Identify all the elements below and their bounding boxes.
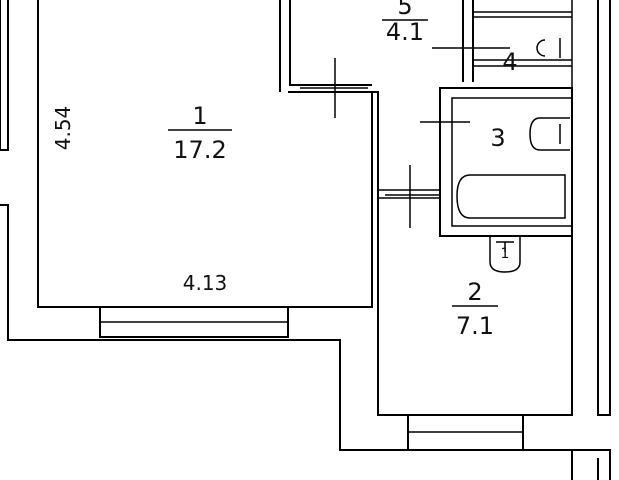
- corridor-walls: [372, 91, 440, 416]
- room-1: [7, 0, 410, 451]
- room-3-number: 3: [490, 124, 505, 152]
- right-outer-wall: [523, 0, 611, 480]
- left-outer-wall: [0, 0, 9, 335]
- toilet-number: 1: [501, 246, 510, 262]
- bathtub-icon: [456, 174, 566, 219]
- room-5-number: 5: [397, 0, 412, 20]
- room-4-number: 4: [502, 48, 517, 76]
- room-2-number: 2: [467, 278, 482, 306]
- room-1-window: [99, 306, 289, 338]
- room-1-number: 1: [192, 102, 207, 130]
- sink-icon: [529, 117, 570, 151]
- room-2-area: 7.1: [456, 312, 494, 340]
- toilet-icon: [489, 236, 521, 273]
- bathroom: [420, 87, 573, 237]
- room-1-width-dimension: 4.13: [183, 271, 228, 295]
- room-5-area: 4.1: [386, 18, 424, 46]
- door-corridor-marker: [385, 165, 440, 228]
- room-2-window: [407, 414, 524, 451]
- room-1-height-dimension: 4.54: [51, 106, 75, 151]
- door-room-1-marker: [300, 58, 368, 118]
- door-room-4-marker: [432, 28, 510, 70]
- room-1-area: 17.2: [173, 136, 226, 164]
